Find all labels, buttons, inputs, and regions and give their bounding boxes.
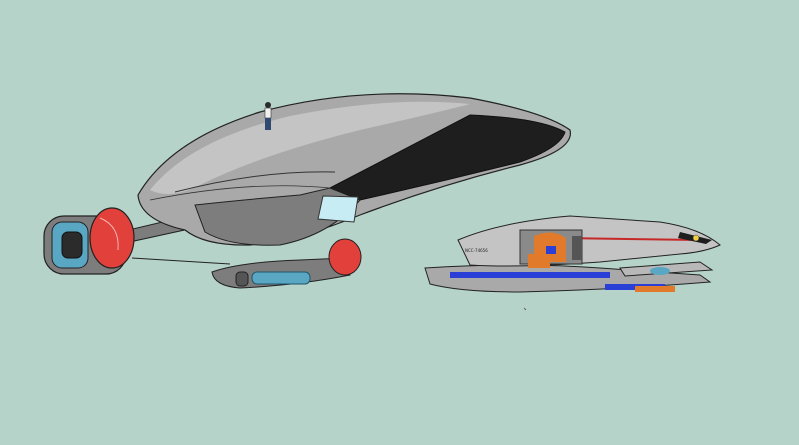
bussard-collector-left	[89, 207, 135, 269]
human-figure-scale	[264, 102, 272, 130]
shuttle-red-stripe	[559, 237, 701, 241]
shuttle-registry-label: NCC-74656	[465, 248, 488, 253]
scene-marker	[523, 307, 527, 311]
hull-highlight	[150, 101, 470, 194]
shuttle-cutaway-interior	[519, 229, 583, 268]
forward-window-band	[328, 114, 566, 201]
shuttle-blue-stripe	[450, 272, 610, 278]
shuttle-orange-panel	[635, 286, 675, 292]
shuttle-thruster	[650, 267, 670, 275]
warp-nacelle-lower	[211, 238, 362, 289]
warp-pod-left	[43, 207, 135, 275]
viewport-window	[317, 195, 359, 223]
pylon-strut	[131, 257, 231, 265]
lower-hull	[194, 187, 361, 246]
shuttle-model[interactable]: NCC-74656	[424, 215, 721, 293]
starship-model[interactable]	[43, 93, 571, 289]
